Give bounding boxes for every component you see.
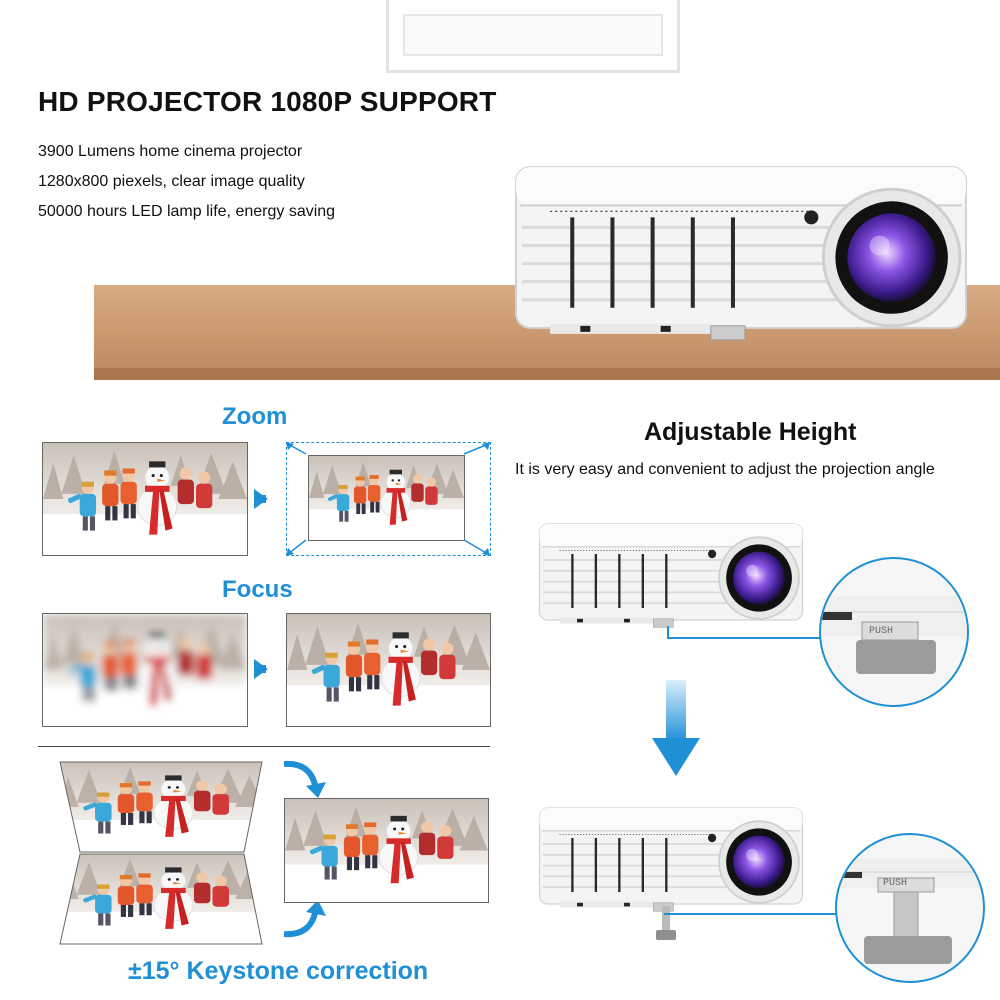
feature-lamp-life: 50000 hours LED lamp life, energy saving bbox=[38, 203, 336, 220]
arrow-right-icon-shaft bbox=[254, 665, 266, 673]
feature-lumens: 3900 Lumens home cinema projector bbox=[38, 143, 303, 160]
keystone-label: ±15° Keystone correction bbox=[128, 957, 429, 985]
adjustable-height-title: Adjustable Height bbox=[644, 418, 857, 446]
feature-resolution: 1280x800 piexels, clear image quality bbox=[38, 173, 305, 190]
projector-raised-image bbox=[536, 512, 806, 632]
push-button-zoom-circle bbox=[819, 557, 969, 707]
projector-lowered-image bbox=[536, 796, 806, 916]
desk-edge bbox=[94, 368, 1000, 380]
keystone-corrected-photo bbox=[284, 798, 489, 903]
page-title: HD PROJECTOR 1080P SUPPORT bbox=[38, 86, 497, 117]
zoom-before-photo bbox=[42, 442, 248, 556]
callout-line-1 bbox=[667, 626, 828, 639]
picture-frame bbox=[386, 0, 680, 73]
focus-label: Focus bbox=[222, 576, 293, 603]
push-label-extended: PUSH bbox=[883, 878, 908, 889]
push-label: PUSH bbox=[869, 626, 894, 637]
keystone-bottom-photo bbox=[59, 853, 263, 945]
curved-arrow-down-icon bbox=[283, 760, 326, 798]
focus-blurred-photo bbox=[42, 613, 248, 727]
hero-projector-image bbox=[510, 145, 972, 350]
section-divider bbox=[38, 746, 490, 747]
adjustable-height-description: It is very easy and convenient to adjust… bbox=[515, 461, 935, 478]
arrow-right-icon-shaft bbox=[254, 495, 266, 503]
focus-sharp-photo bbox=[286, 613, 491, 727]
curved-arrow-up-icon bbox=[283, 900, 326, 938]
zoom-outline-box bbox=[286, 442, 491, 556]
callout-line-2 bbox=[664, 913, 840, 915]
height-foot bbox=[656, 906, 676, 940]
foot-extended-zoom-circle bbox=[835, 833, 985, 983]
arrow-down-icon bbox=[652, 680, 700, 776]
keystone-top-photo bbox=[59, 761, 263, 853]
zoom-label: Zoom bbox=[222, 403, 288, 430]
zoom-corner-arrows-icon bbox=[286, 442, 490, 556]
zoom-after-photo bbox=[308, 455, 465, 541]
